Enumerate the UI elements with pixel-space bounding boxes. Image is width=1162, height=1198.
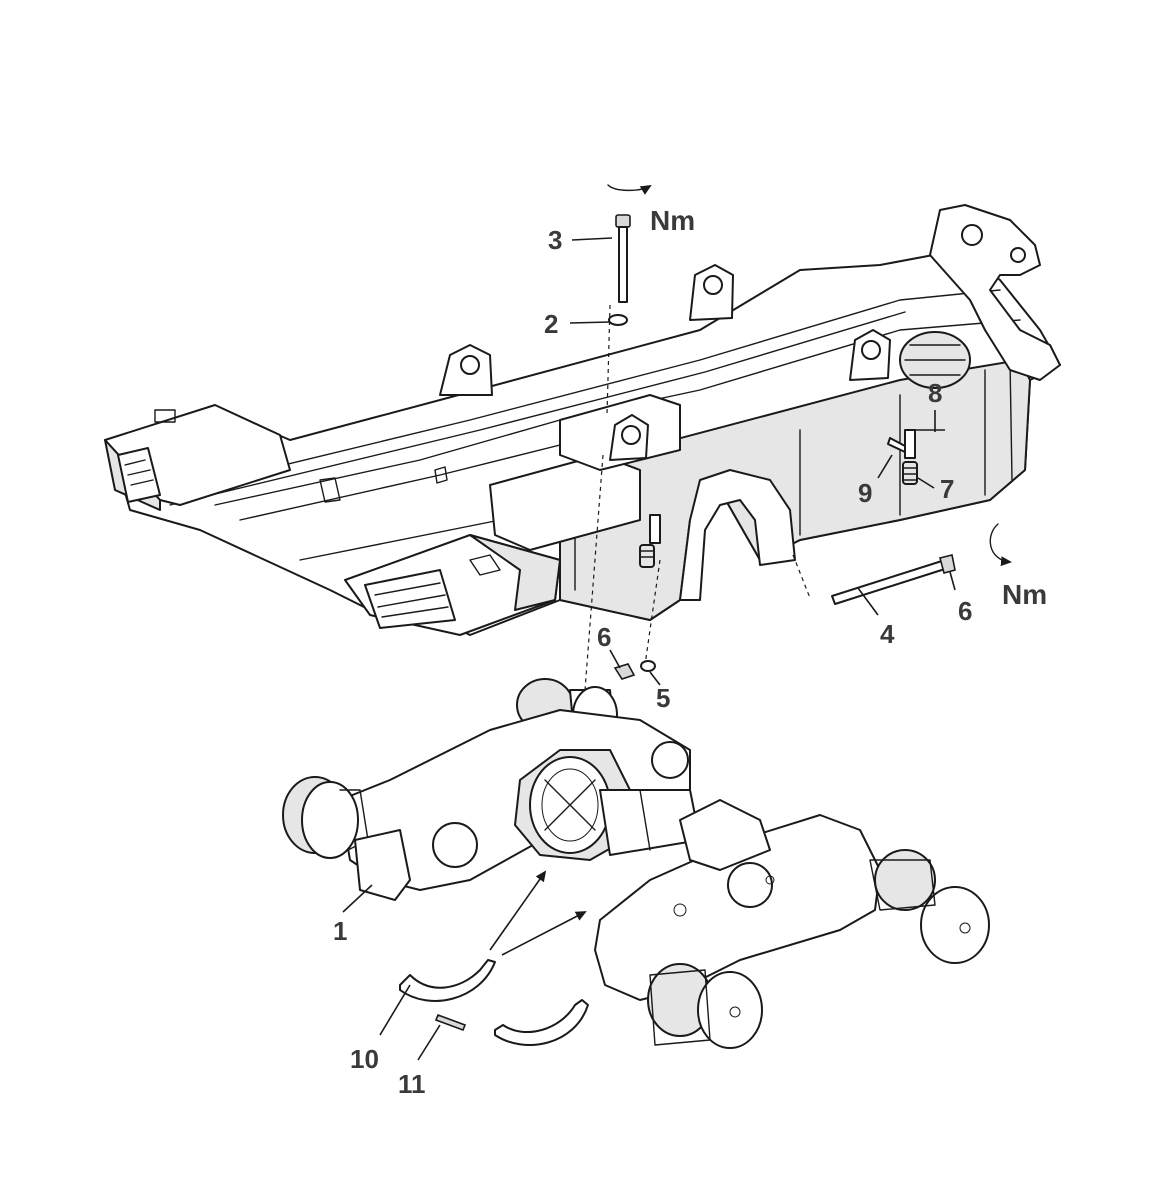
arrow-icon	[489, 870, 547, 951]
pin-4	[831, 554, 956, 605]
callout-1: 1	[333, 916, 347, 946]
nut-6-lower	[613, 663, 636, 680]
callout-3: 3	[548, 225, 562, 255]
pin-assembly-left	[639, 514, 661, 568]
bearing-strap-10	[399, 959, 589, 1046]
callout-8: 8	[928, 378, 942, 408]
callout-6-lower: 6	[597, 622, 611, 652]
frame-arch-cutout	[679, 469, 796, 601]
rotate-arrow-icon	[607, 184, 652, 195]
callout-4: 4	[880, 619, 895, 649]
callout-7: 7	[940, 474, 954, 504]
lifting-lugs	[439, 264, 891, 461]
wheel-hub-right-rear	[874, 849, 936, 911]
frame-rear-bracket	[929, 204, 1061, 381]
callout-10: 10	[350, 1044, 379, 1074]
bogie-assembly	[282, 678, 990, 1049]
callout-9: 9	[858, 478, 872, 508]
arrow-icon	[501, 911, 587, 956]
callout-11: 11	[398, 1069, 426, 1099]
bolt-3	[608, 214, 631, 326]
callout-5: 5	[656, 683, 670, 713]
torque-label-right: Nm	[1002, 579, 1047, 610]
callout-2: 2	[544, 309, 558, 339]
torque-label-top: Nm	[650, 205, 695, 236]
washer-5	[640, 660, 656, 672]
washer-2	[608, 314, 628, 326]
callout-6-right: 6	[958, 596, 972, 626]
rotate-arrow-icon	[989, 523, 1012, 567]
frame-assembly	[104, 204, 1061, 636]
bolt-11	[434, 1013, 467, 1032]
pin-assembly-right	[887, 429, 945, 485]
